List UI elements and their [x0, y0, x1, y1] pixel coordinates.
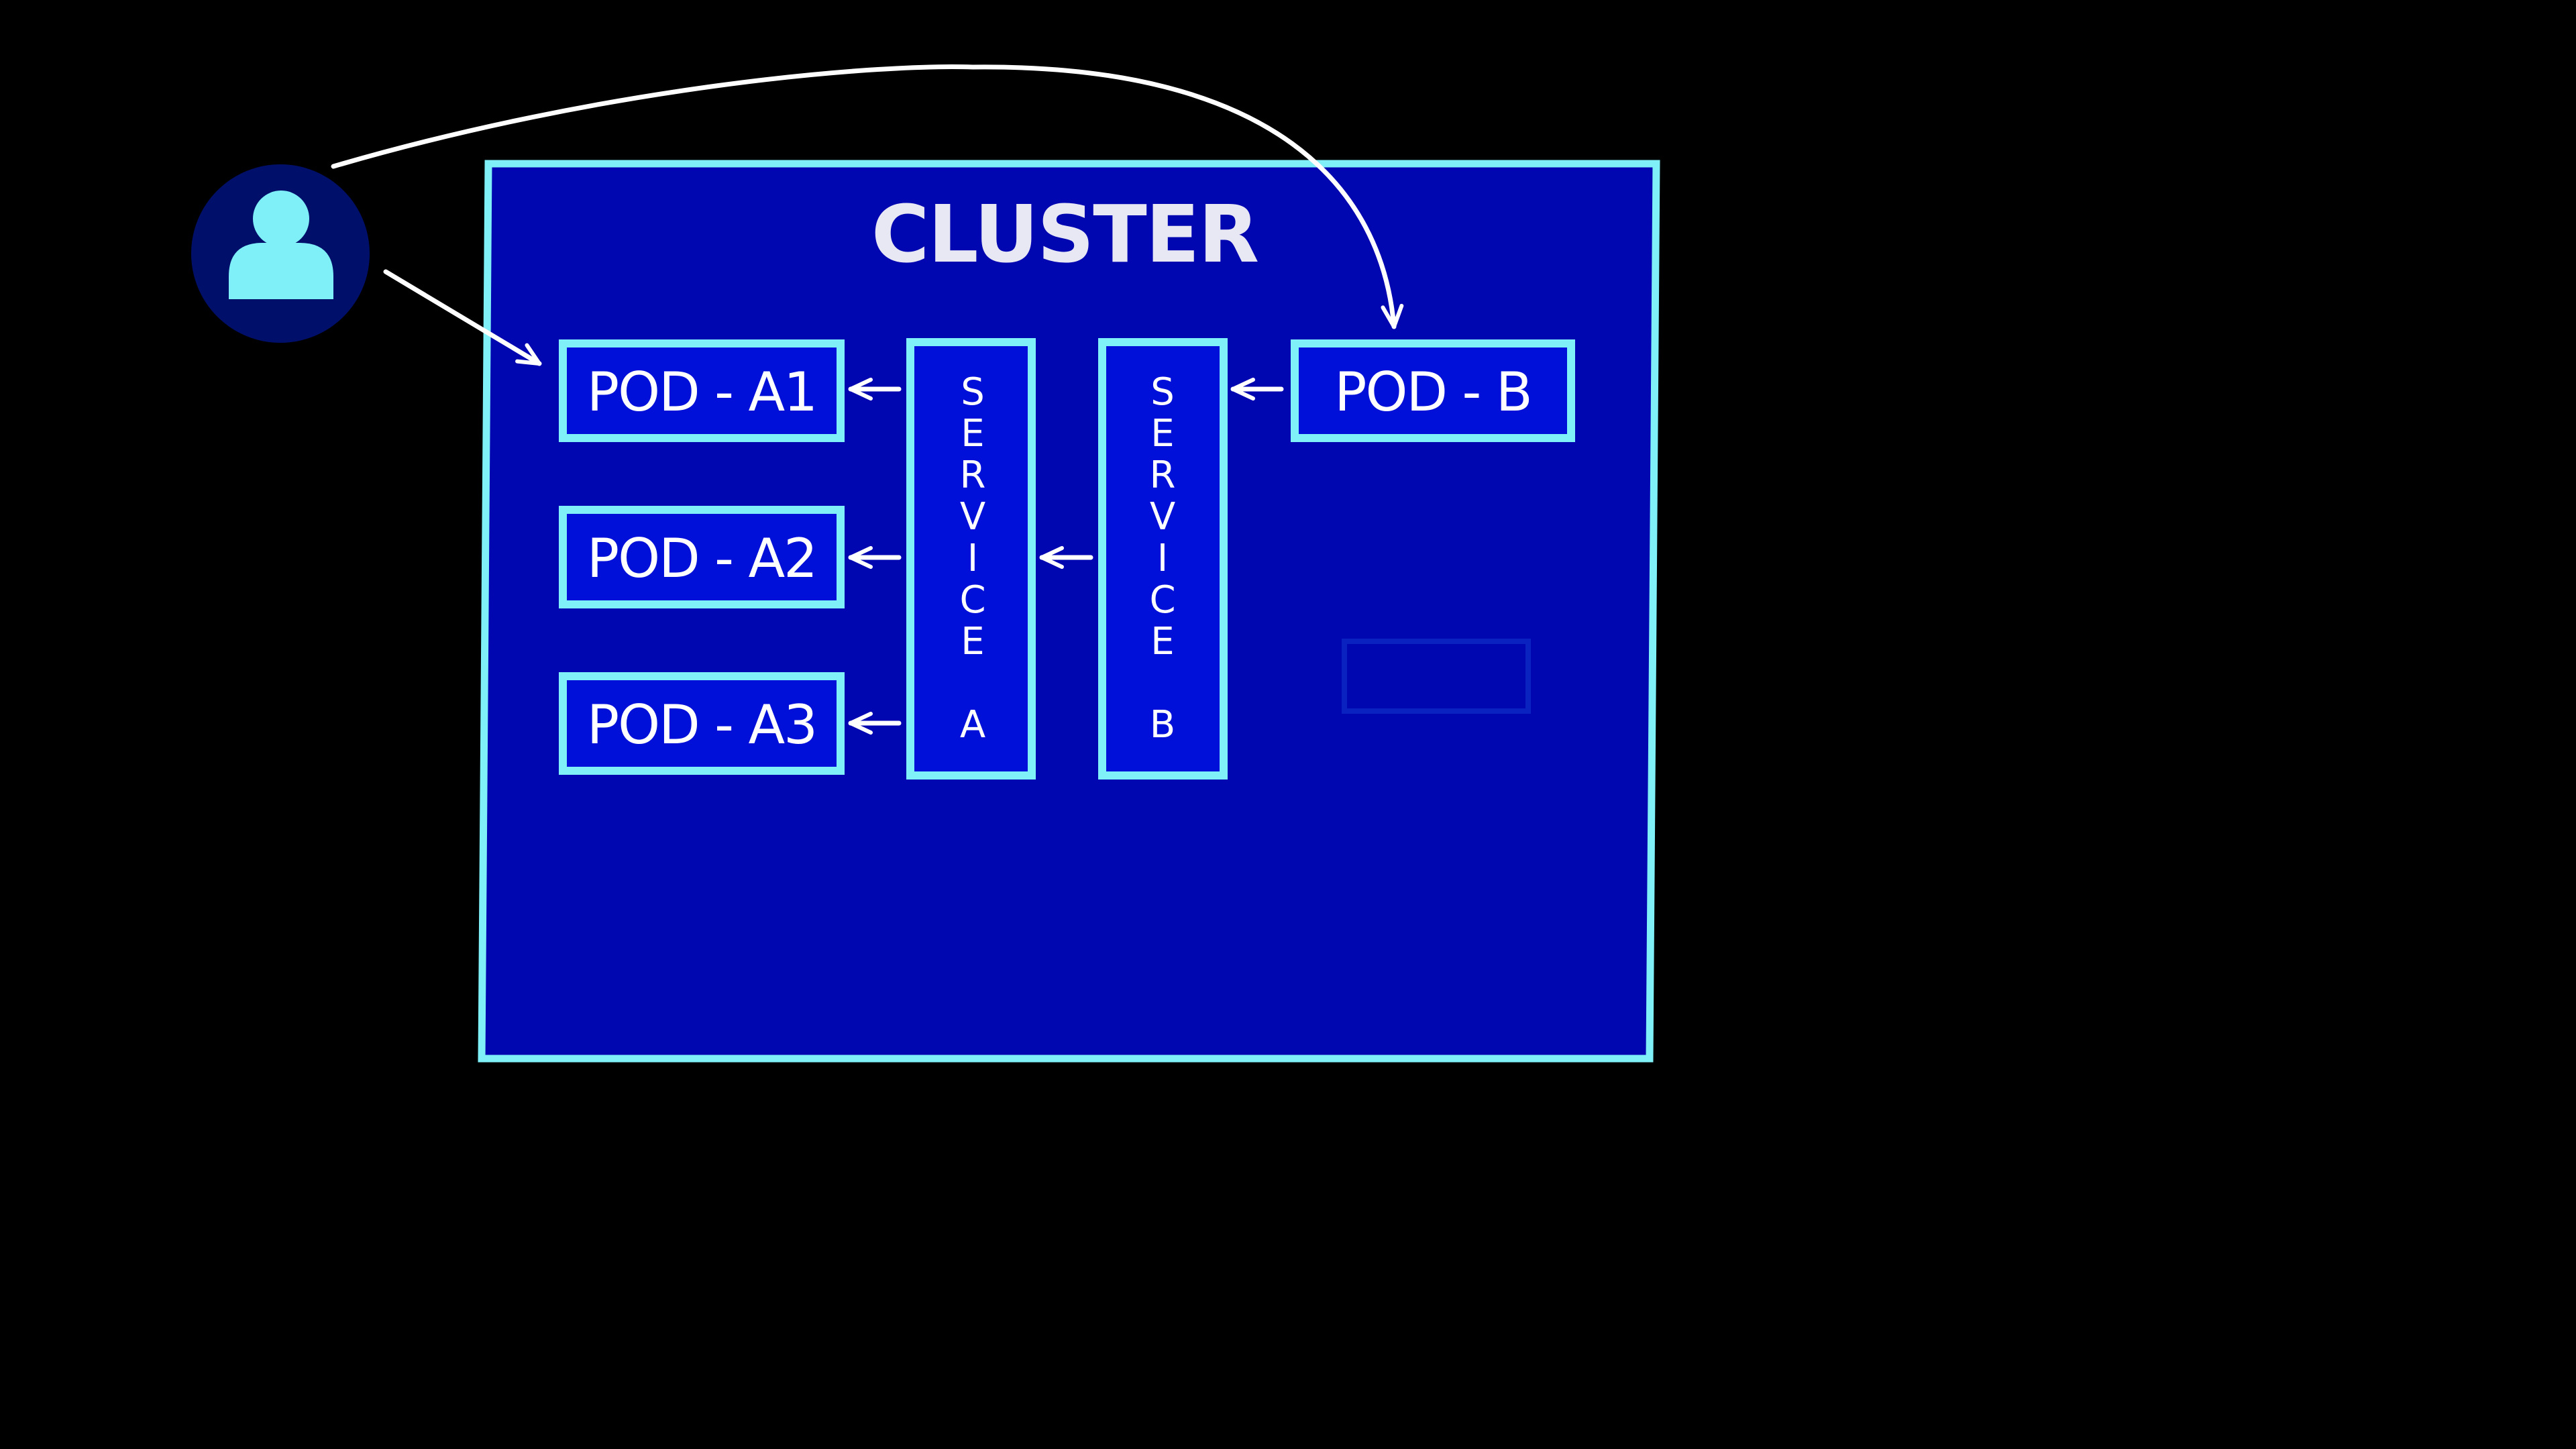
service-a-label: S E R V I C E A — [959, 370, 985, 747]
service-b-label: S E R V I C E B — [1149, 370, 1175, 747]
service-a-letter: V — [960, 495, 985, 539]
service-b-letter: V — [1150, 495, 1175, 539]
pod-a1[interactable]: POD - A1 — [559, 339, 845, 442]
pod-a1-box — [559, 339, 845, 442]
service-a-box — [906, 338, 1036, 780]
pod-a2[interactable]: POD - A2 — [559, 506, 845, 608]
pod-a2-label: POD - A2 — [587, 527, 816, 590]
service-a-letter: I — [967, 537, 979, 580]
pod-a3-label: POD - A3 — [587, 694, 816, 756]
service-b-letter: E — [1150, 412, 1174, 455]
pod-a3-box — [559, 672, 845, 775]
user[interactable] — [191, 164, 370, 343]
service-a-letter: E — [961, 412, 984, 455]
service-b-box — [1098, 338, 1228, 780]
service-b[interactable]: S E R V I C E B — [1098, 338, 1228, 780]
cluster-box: CLUSTER — [478, 160, 1660, 1063]
service-a-letter: R — [960, 453, 986, 497]
service-b-letter: E — [1150, 620, 1174, 663]
service-a-letter: S — [961, 370, 985, 414]
empty-placeholder-box — [1342, 639, 1531, 714]
service-a-letter: A — [960, 703, 985, 747]
pod-b-label: POD - B — [1334, 361, 1531, 423]
arrow-user-to-pod-b — [331, 64, 1404, 329]
arrow-user-to-pod-a1 — [383, 269, 542, 366]
service-a-letter: E — [961, 620, 984, 663]
service-b-letter: C — [1149, 578, 1175, 622]
user-icon — [229, 191, 333, 299]
service-a[interactable]: S E R V I C E A — [906, 338, 1036, 780]
cluster-frame — [478, 160, 1660, 1063]
pod-a2-box — [559, 506, 845, 608]
user-arrows — [331, 64, 1404, 366]
service-a-letter: C — [959, 578, 985, 622]
pod-b-box — [1291, 339, 1575, 442]
cluster-title: CLUSTER — [871, 188, 1258, 280]
service-b-letter: S — [1150, 370, 1175, 414]
internal-arrows — [848, 378, 1284, 735]
pod-a1-label: POD - A1 — [587, 361, 816, 423]
pod-a3[interactable]: POD - A3 — [559, 672, 845, 775]
pod-b[interactable]: POD - B — [1291, 339, 1575, 442]
service-b-letter: R — [1150, 453, 1176, 497]
service-b-letter: I — [1157, 537, 1169, 580]
service-b-letter: B — [1150, 703, 1175, 747]
